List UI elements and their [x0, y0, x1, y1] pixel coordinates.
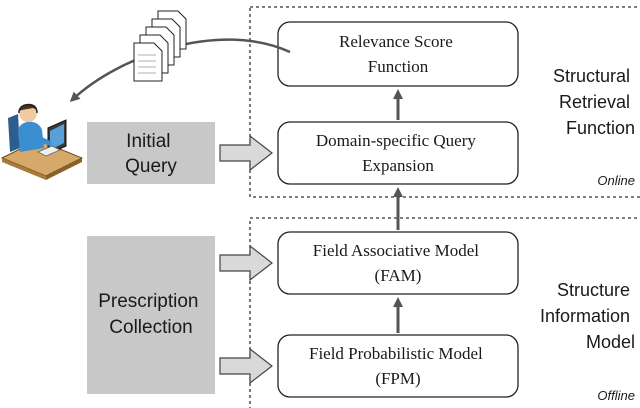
- svg-text:Field Probabilistic Model: Field Probabilistic Model (FPM): [309, 344, 487, 388]
- user-at-computer-icon: [0, 103, 84, 180]
- svg-text:Relevance Score Function: Relevance Score Function: [339, 32, 457, 76]
- online-tag: Online: [597, 173, 635, 188]
- initial-query-box: Initial Query: [87, 122, 215, 184]
- query-expansion-box: Domain-specific Query Expansion: [277, 121, 519, 185]
- offline-region: [249, 217, 640, 408]
- relevance-score-box: Relevance Score Function: [277, 21, 519, 87]
- svg-text:Initial Query: Initial Query: [125, 131, 177, 177]
- online-region-title: Structural Retrieval Function: [553, 66, 635, 138]
- svg-text:Prescription Collection: Prescription Collection: [98, 291, 204, 338]
- documents-stack-icon: [133, 10, 187, 82]
- arrow-collection-to-fpm: [219, 347, 273, 385]
- fpm-box: Field Probabilistic Model (FPM): [277, 334, 519, 398]
- svg-text:Domain-specific Query Ex: Domain-specific Query Expansion: [316, 131, 480, 175]
- svg-text:Field Associative Model: Field Associative Model (FAM): [313, 241, 483, 285]
- online-region: [249, 6, 640, 198]
- arrow-collection-to-fam: [219, 244, 273, 282]
- prescription-collection-box: Prescription Collection: [87, 236, 215, 394]
- offline-tag: Offline: [597, 388, 635, 403]
- fam-box: Field Associative Model (FAM): [277, 231, 519, 295]
- offline-region-title: Structure Information Model: [540, 280, 635, 352]
- arrow-query-to-expansion: [219, 134, 273, 172]
